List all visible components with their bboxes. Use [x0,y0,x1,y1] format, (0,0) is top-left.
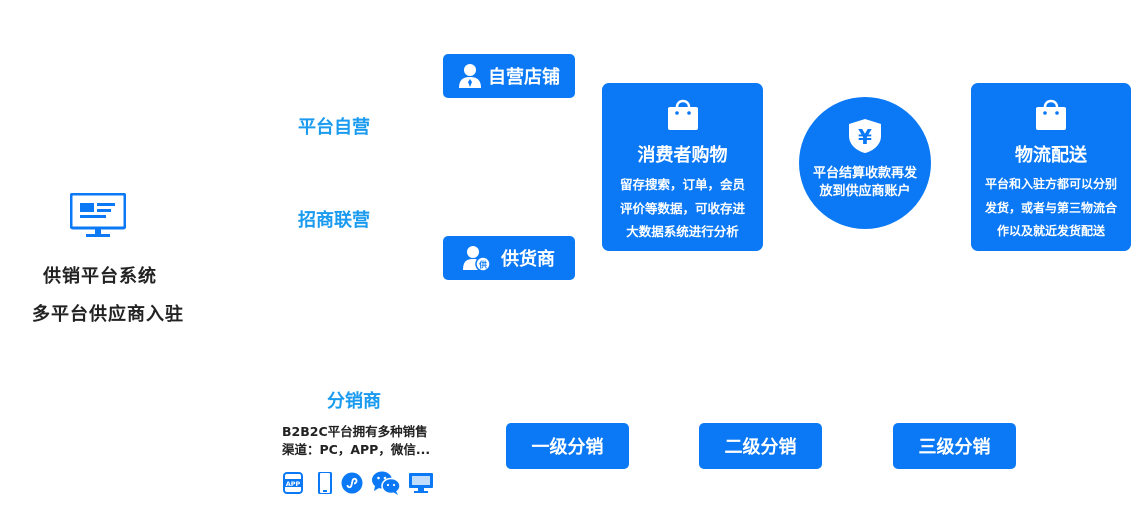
merchant-joint-label: 招商联营 [298,210,370,231]
consumer-desc-line: 评价等数据，可收存进 [619,200,745,216]
level-1-label: 一级分销 [531,437,604,458]
wechat-icon [371,470,401,496]
settlement-text-line: 放到供应商账户 [819,184,911,199]
yuan-symbol: ¥ [858,125,872,149]
user-icon [458,63,482,89]
svg-text:供: 供 [478,260,487,270]
logistics-desc-line: 发货，或者与第三物流合 [984,200,1117,215]
miniprogram-icon [341,472,363,494]
level-2-label: 二级分销 [724,437,797,458]
self-store-label: 自营店铺 [488,67,560,88]
shopping-bag-icon [971,97,1131,135]
system-subtitle: 多平台供应商入驻 [32,304,184,325]
logistics-desc-line: 作以及就近发货配送 [996,224,1105,238]
level-3-distribution-button[interactable]: 三级分销 [893,423,1016,469]
app-badge-text: APP [286,480,301,488]
app-icon: APP [282,472,304,494]
logistics-desc-line: 平台和入驻方都可以分别 [984,177,1117,191]
supplier-label: 供货商 [501,249,555,270]
logistics-card-title: 物流配送 [1015,145,1087,166]
supplier-icon: 供 [463,245,491,271]
distributor-title: 分销商 [327,391,381,412]
consumer-shopping-card: 消费者购物 留存搜索，订单，会员 评价等数据，可收存进 大数据系统进行分析 [602,83,763,251]
supplier-button[interactable]: 供 供货商 [443,236,575,280]
distributor-desc-2: 渠道：PC，APP，微信... [282,442,431,457]
pc-icon [408,472,434,494]
yuan-shield-icon: ¥ [799,117,931,159]
distributor-desc-1: B2B2C平台拥有多种销售 [282,424,428,439]
self-operated-label: 平台自营 [298,117,370,138]
level-3-label: 三级分销 [918,437,991,458]
phone-icon [314,471,336,495]
consumer-desc-line: 留存搜索，订单，会员 [619,177,745,192]
self-store-button[interactable]: 自营店铺 [443,54,575,98]
system-title: 供销平台系统 [43,266,157,287]
level-1-distribution-button[interactable]: 一级分销 [506,423,629,469]
shopping-bag-icon [602,97,763,135]
monitor-icon [69,192,127,239]
consumer-desc-line: 大数据系统进行分析 [626,224,739,239]
consumer-card-title: 消费者购物 [637,145,728,166]
settlement-text-line: 平台结算收款再发 [812,166,917,181]
level-2-distribution-button[interactable]: 二级分销 [699,423,822,469]
settlement-circle: ¥ 平台结算收款再发 放到供应商账户 [799,97,931,229]
logistics-card: 物流配送 平台和入驻方都可以分别 发货，或者与第三物流合 作以及就近发货配送 [971,83,1131,251]
